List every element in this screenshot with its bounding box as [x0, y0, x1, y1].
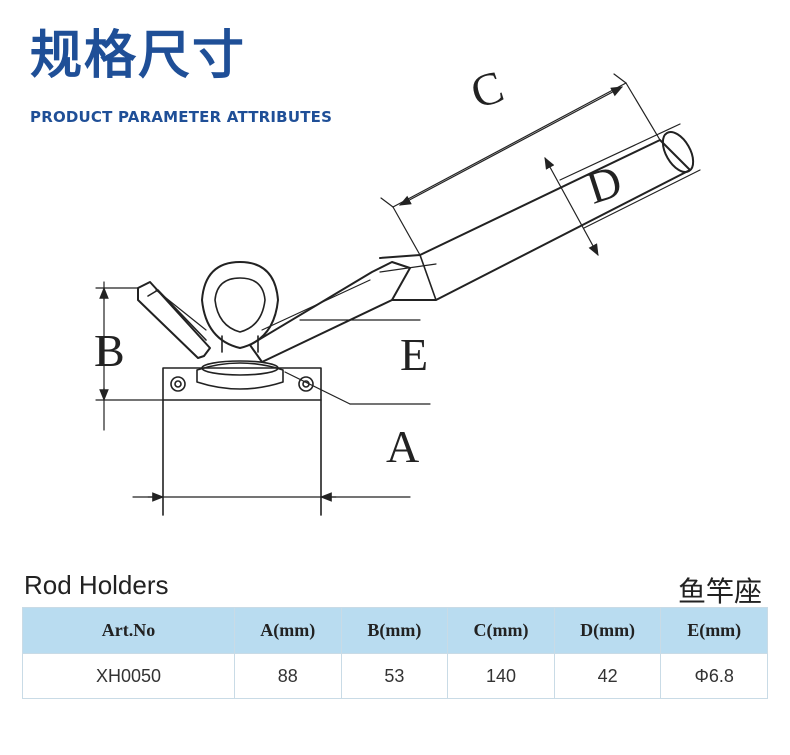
dimension-d — [544, 123, 701, 257]
product-name-en: Rod Holders — [24, 570, 169, 600]
page-title: 规格尺寸 — [30, 26, 247, 86]
column-header: Art.No — [22, 607, 235, 654]
label-d: D — [580, 155, 627, 214]
table-row: XH0050 88 53 140 42 Φ6.8 — [22, 653, 768, 699]
table-cell: 88 — [234, 653, 342, 699]
column-header: B(mm) — [340, 607, 449, 654]
product-name-cn: 鱼竿座 — [677, 575, 762, 608]
technical-drawing: A B C D E — [94, 60, 701, 516]
spec-table: Art.No A(mm) B(mm) C(mm) D(mm) E(mm) XH0… — [22, 607, 768, 699]
table-header-row: Art.No A(mm) B(mm) C(mm) D(mm) E(mm) — [22, 607, 768, 654]
right-arm — [249, 261, 437, 363]
table-cell: Φ6.8 — [660, 653, 768, 699]
table-cell: 42 — [553, 653, 662, 699]
label-b: B — [94, 325, 125, 376]
table-cell: 140 — [447, 653, 555, 699]
left-arm — [137, 281, 211, 359]
leader-a — [284, 371, 431, 405]
eye-ring — [201, 261, 279, 353]
table-cell: 53 — [340, 653, 449, 699]
base-plate — [162, 367, 322, 516]
column-header: E(mm) — [660, 607, 768, 654]
center-clamp — [196, 360, 284, 390]
page-subtitle: PRODUCT PARAMETER ATTRIBUTES — [30, 108, 333, 126]
column-header: D(mm) — [553, 607, 662, 654]
label-e: E — [400, 329, 428, 380]
label-c: C — [465, 60, 510, 118]
rod-tube — [379, 131, 695, 301]
dimension-b — [95, 281, 164, 431]
table-cell: XH0050 — [22, 653, 235, 699]
label-a: A — [386, 421, 419, 472]
column-header: A(mm) — [234, 607, 342, 654]
column-header: C(mm) — [447, 607, 555, 654]
dimension-c — [380, 73, 661, 256]
